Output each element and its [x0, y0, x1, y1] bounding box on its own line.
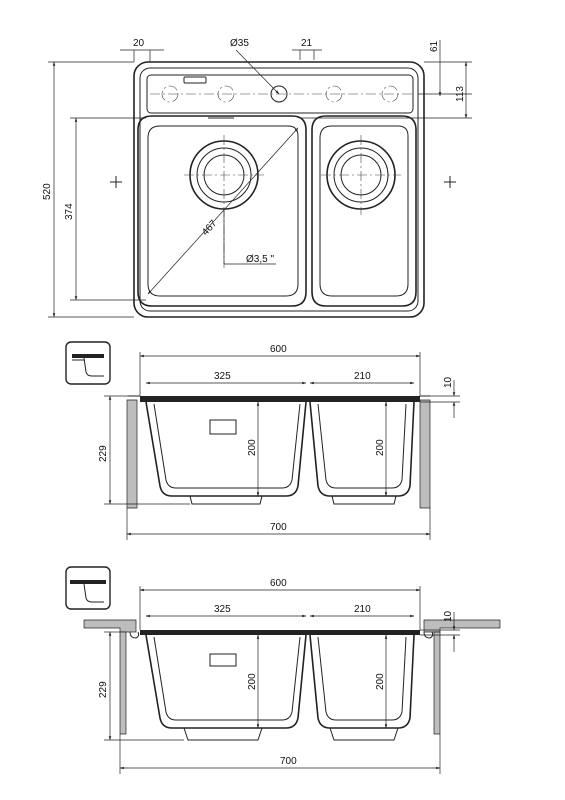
s1-dim-229-label: 229: [98, 445, 109, 462]
small-bowl-section: [309, 401, 415, 497]
large-bowl-section-flush: [145, 634, 307, 729]
dim-520-label: 520: [42, 183, 53, 200]
s1-dim-200-right-label: 200: [375, 439, 386, 456]
s2-dim-229-label: 229: [98, 681, 109, 698]
s1-dim-210-label: 210: [354, 371, 371, 382]
worktop-left: [83, 619, 137, 633]
s1-dim-325-label: 325: [214, 371, 231, 382]
flush-mount-icon: [65, 566, 111, 610]
section-flush-mount: 600 325 210 10 229 200 200 700: [65, 566, 501, 774]
section-top-mount: 600 325 210 10 229 200 200 700: [65, 341, 460, 540]
tap-deck: [146, 74, 414, 114]
s2-dim-700-label: 700: [280, 756, 297, 767]
large-bowl-outline: [137, 115, 307, 307]
large-bowl-section: [145, 401, 307, 497]
dim-tap-hole-label: Ø35: [230, 38, 249, 49]
rim-top: [140, 396, 420, 402]
s1-dim-600-label: 600: [270, 344, 287, 355]
dim-21-label: 21: [301, 38, 313, 49]
s2-dim-210-label: 210: [354, 604, 371, 615]
s2-dim-10-label: 10: [443, 610, 454, 622]
s2-dim-200-right-label: 200: [375, 673, 386, 690]
top-mount-icon: [65, 341, 111, 385]
s2-dim-325-label: 325: [214, 604, 231, 615]
s1-dim-700-label: 700: [270, 522, 287, 533]
dim-113-label: 113: [455, 86, 466, 102]
small-bowl-section-flush: [309, 634, 415, 729]
dim-drain-inch-label: Ø3,5 ": [246, 254, 274, 265]
s1-dim-200-left-label: 200: [247, 439, 258, 456]
rim-flush: [140, 630, 420, 635]
s2-dim-600-label: 600: [270, 578, 287, 589]
overflow-slot: [183, 76, 207, 84]
dim-61-label: 61: [429, 40, 440, 52]
sink-outer-rim: [133, 61, 425, 318]
dim-20-label: 20: [133, 38, 145, 49]
dim-374-label: 374: [64, 203, 75, 220]
s2-dim-200-left-label: 200: [247, 673, 258, 690]
dim-467-label: 467: [200, 218, 220, 238]
top-view: 467 Ø3,5 " 20 Ø35 21: [42, 38, 472, 318]
small-bowl-outline: [311, 115, 417, 307]
s1-dim-10-label: 10: [443, 376, 454, 388]
